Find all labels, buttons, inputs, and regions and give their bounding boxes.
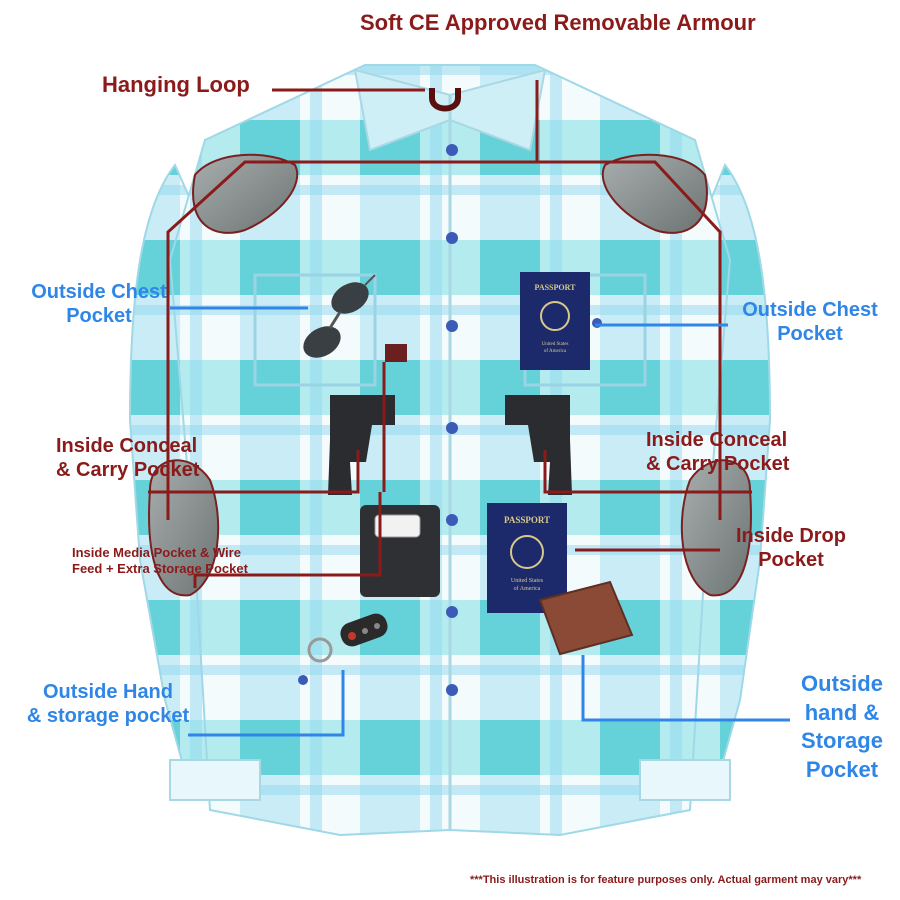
button: [446, 514, 458, 526]
label-line: Outside Chest: [742, 299, 878, 321]
button: [446, 144, 458, 156]
passport-icon: PASSPORT United States of America: [520, 272, 590, 370]
blue-leader-lines: [170, 306, 790, 737]
label-line: & Carry Pocket: [646, 453, 790, 475]
sunglasses-icon: [303, 274, 376, 358]
label-line: Outside Chest: [31, 281, 167, 303]
label-tag: [385, 344, 407, 362]
wallet-icon: [538, 580, 634, 656]
outside-hand-pocket-right-label: Outside hand & Storage Pocket: [790, 670, 894, 784]
label-line: Pocket: [777, 323, 843, 345]
svg-text:PASSPORT: PASSPORT: [535, 283, 577, 292]
passport-icon: PASSPORT United States of America: [487, 503, 567, 613]
label-line: Pocket: [66, 305, 132, 327]
label-line: Outside: [801, 671, 883, 696]
label-line: & Carry Pocket: [56, 459, 200, 481]
hanging-loop-icon: [429, 88, 461, 112]
outside-chest-pocket-right-label: Outside Chest Pocket: [724, 298, 896, 346]
svg-text:of America: of America: [514, 585, 541, 592]
outside-chest-pocket-left-label: Outside Chest Pocket: [14, 280, 184, 328]
car-key-icon: [307, 613, 388, 663]
outside-hand-pocket-left-label: Outside Hand & storage pocket: [8, 680, 208, 728]
svg-text:of America: of America: [544, 349, 567, 354]
red-leader-lines: [148, 80, 752, 588]
svg-text:United States: United States: [511, 578, 544, 584]
inside-conceal-right-label: Inside Conceal & Carry Pocket: [646, 428, 789, 476]
label-line: Inside Drop: [735, 525, 846, 547]
phone-icon: [374, 514, 421, 538]
inside-drop-pocket-label: Inside Drop Pocket: [716, 524, 866, 572]
label-line: Inside Conceal: [646, 429, 788, 451]
svg-text:United States: United States: [542, 342, 569, 347]
button: [446, 232, 458, 244]
button: [446, 320, 458, 332]
button: [298, 675, 308, 685]
button: [446, 606, 458, 618]
inside-media-pocket-label: Inside Media Pocket & Wire Feed + Extra …: [72, 545, 248, 576]
label-line: Pocket: [805, 756, 879, 782]
label-line: Pocket: [758, 549, 824, 571]
label-line: Storage: [801, 728, 883, 754]
label-line: hand &: [804, 699, 880, 725]
armour-pad-icon: [148, 153, 752, 597]
button: [446, 422, 458, 434]
label-line: Outside Hand: [42, 681, 173, 703]
handgun-icon: [328, 395, 572, 495]
hanging-loop-label: Hanging Loop: [102, 72, 250, 97]
inside-conceal-left-label: Inside Conceal & Carry Pocket: [56, 434, 199, 482]
armour-label: Soft CE Approved Removable Armour: [360, 10, 756, 35]
label-line: & storage pocket: [26, 705, 190, 727]
button: [446, 684, 458, 696]
label-line: Inside Media Pocket & Wire: [72, 545, 241, 560]
svg-text:PASSPORT: PASSPORT: [504, 515, 550, 525]
label-line: Feed + Extra Storage Pocket: [72, 560, 248, 576]
disclaimer-text: ***This illustration is for feature purp…: [470, 874, 862, 886]
label-line: Inside Conceal: [56, 435, 198, 457]
media-pocket: [360, 505, 440, 597]
